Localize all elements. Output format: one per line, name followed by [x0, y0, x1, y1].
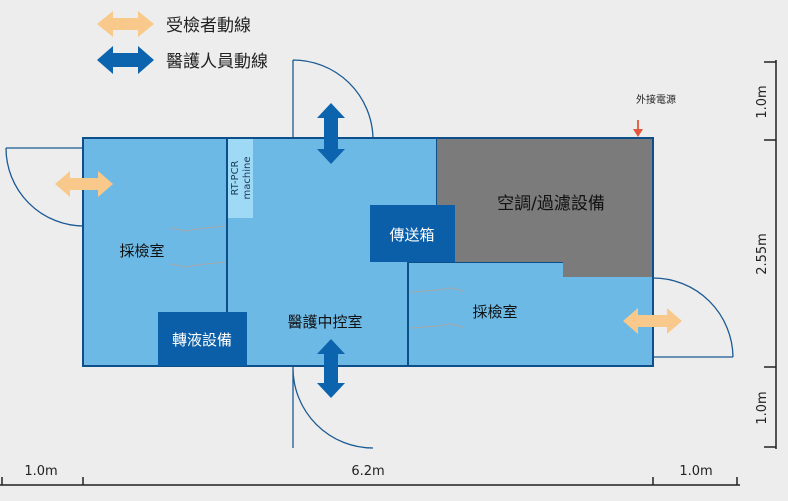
hvac-equipment — [437, 139, 652, 277]
power-label: 外接電源 — [636, 93, 676, 106]
hvac-label: 空調/過濾設備 — [497, 194, 605, 214]
dimension-top-label: 1.0m — [755, 85, 770, 118]
room-labels: 採檢室 醫護中控室 採檢室 空調/過濾設備 傳送箱 轉液設備 RT-PCR ma… — [119, 157, 604, 349]
patient-flow-arrow-left — [55, 171, 113, 197]
transfer-equipment-label: 轉液設備 — [172, 331, 232, 349]
rooms — [82, 137, 654, 367]
glove-port-left-lower — [169, 261, 226, 268]
transfer-equipment — [158, 312, 247, 366]
dimension-height-label: 2.55m — [755, 233, 770, 275]
legend: 受檢者動線 醫護人員動線 — [97, 11, 268, 74]
patient-flow-legend-label: 受檢者動線 — [166, 16, 251, 36]
pass-box-label: 傳送箱 — [389, 226, 434, 244]
staff-flow-legend-icon — [97, 46, 154, 74]
rtpcr-label-line2: machine — [242, 157, 253, 200]
glove-port-left-upper — [169, 225, 226, 232]
staff-flow-arrow-top — [317, 103, 345, 164]
dimension-bottom-label: 1.0m — [755, 391, 770, 424]
pass-box — [370, 205, 455, 262]
dimension-labels: 1.0m 6.2m 1.0m 1.0m 2.55m 1.0m — [24, 85, 770, 479]
rtpcr-label-line1: RT-PCR — [230, 160, 241, 195]
staff-flow-arrow-bottom — [317, 339, 345, 398]
glove-port-right-upper — [409, 287, 465, 293]
power-marker: 外接電源 — [633, 93, 676, 137]
staff-flow-legend-label: 醫護人員動線 — [166, 52, 268, 72]
left-sampling-label: 採檢室 — [119, 242, 164, 260]
left-door-swing — [5, 147, 85, 227]
dimension-lines — [0, 60, 777, 486]
patient-flow-legend-icon — [97, 11, 154, 37]
right-sampling-room — [407, 261, 654, 367]
patient-flow-arrow-right — [623, 308, 682, 334]
control-room-label: 醫護中控室 — [287, 313, 362, 331]
door-swings — [5, 59, 734, 449]
flow-arrows — [55, 103, 682, 398]
glove-ports — [169, 225, 465, 329]
dimension-right-label: 1.0m — [679, 464, 712, 479]
glove-port-right-lower — [409, 323, 465, 329]
dimension-middle-label: 6.2m — [351, 464, 384, 479]
top-door-swing — [292, 59, 374, 139]
right-sampling-label: 採檢室 — [472, 303, 517, 321]
bottom-door-swing — [292, 367, 374, 449]
dimension-left-label: 1.0m — [24, 464, 57, 479]
right-door-swing — [652, 277, 734, 358]
power-arrow-head-icon — [633, 129, 643, 137]
rtpcr-machine — [228, 139, 253, 218]
